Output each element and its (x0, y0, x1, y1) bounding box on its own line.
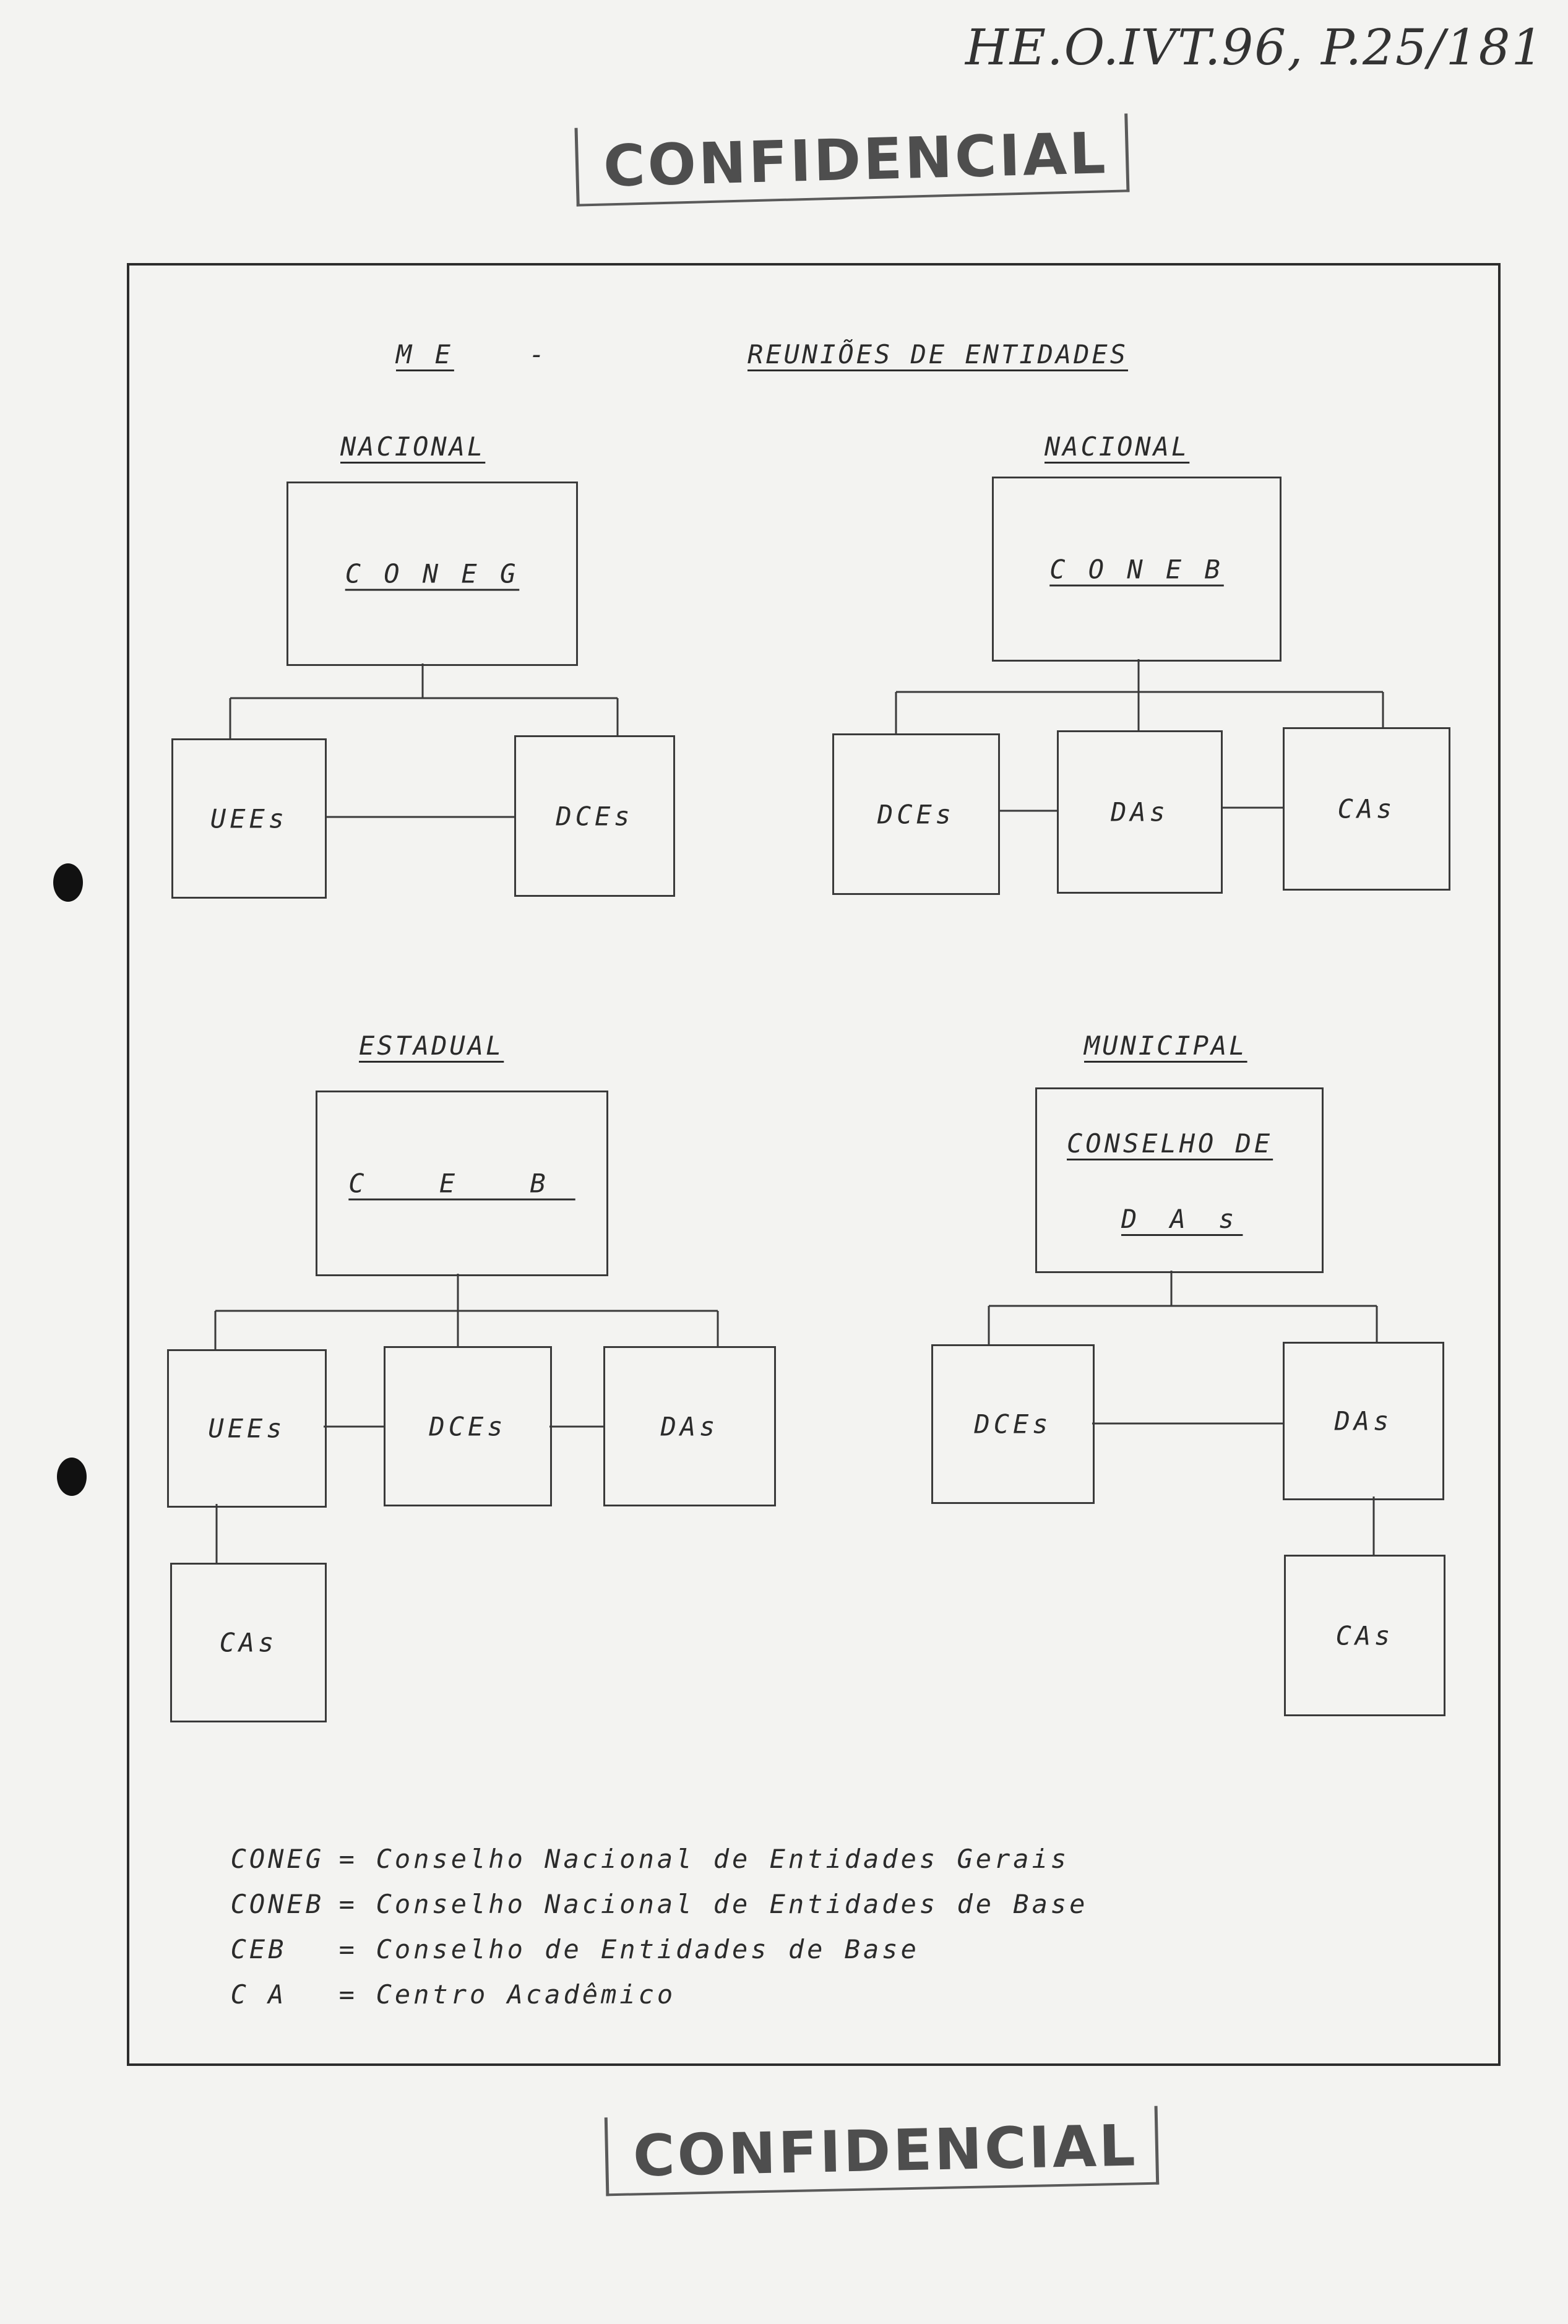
org-box-das-municipal: DAs (1283, 1342, 1444, 1500)
org-label-cas-municipal: CAs (1335, 1620, 1394, 1651)
legend-text: Conselho Nacional de Entidades de Base (376, 1889, 1088, 1919)
org-label-das-municipal: DAs (1334, 1406, 1393, 1436)
legend-row-ceb: CEB = Conselho de Entidades de Base (193, 1904, 920, 1964)
legend-abbr: CONEG (230, 1844, 325, 1874)
legend-row-ca: C A = Centro Acadêmico (193, 1949, 676, 2010)
level-label-nacional-left: NACIONAL (340, 431, 486, 462)
legend-abbr: C A (230, 1979, 287, 2010)
org-box-uees-estadual: UEEs (167, 1349, 327, 1508)
org-box-cas-municipal: CAs (1284, 1555, 1445, 1716)
org-box-das-estadual: DAs (603, 1346, 776, 1506)
binder-hole-top (53, 863, 83, 902)
org-box-cas-estadual: CAs (170, 1563, 327, 1722)
org-label-coneb: C O N E B (1049, 554, 1224, 584)
org-label-dces-estadual: DCEs (429, 1411, 507, 1441)
org-label-ceb: C E B (348, 1168, 575, 1199)
legend-abbr: CEB (230, 1934, 287, 1964)
legend-sep: = (338, 1844, 358, 1874)
org-label-dces-municipal: DCEs (974, 1409, 1052, 1440)
org-box-ceb: C E B (316, 1091, 608, 1276)
org-box-dces-estadual: DCEs (384, 1346, 552, 1506)
legend-sep: = (338, 1934, 358, 1964)
legend-sep: = (338, 1889, 358, 1919)
level-label-municipal: MUNICIPAL (1084, 1030, 1247, 1061)
legend-row-coneg: CONEG = Conselho Nacional de Entidades Ger… (193, 1813, 1069, 1874)
legend-sep: = (338, 1979, 358, 2010)
header-title: REUNIÕES DE ENTIDADES (747, 339, 1129, 369)
org-label-uees-estadual: UEEs (208, 1413, 286, 1444)
document-frame (127, 263, 1501, 2066)
org-label-das-conselho: D A s (1121, 1204, 1243, 1234)
org-box-coneg: C O N E G (286, 482, 578, 666)
org-label-dces-nacional-right: DCEs (877, 799, 955, 829)
org-label-cas-estadual: CAs (219, 1627, 278, 1658)
level-label-nacional-right: NACIONAL (1045, 431, 1190, 462)
legend-text: Conselho Nacional de Entidades Gerais (376, 1844, 1070, 1874)
org-label-das-nacional: DAs (1111, 797, 1169, 827)
org-box-uees-nacional: UEEs (171, 738, 327, 899)
org-box-das-nacional: DAs (1057, 730, 1223, 894)
org-label-conselho-de: CONSELHO DE (1067, 1128, 1273, 1159)
level-label-estadual: ESTADUAL (359, 1030, 504, 1061)
legend-row-coneb: CONEB = Conselho Nacional de Entidades de … (193, 1859, 1088, 1919)
org-box-dces-municipal: DCEs (931, 1344, 1095, 1504)
header-dash: - (529, 339, 549, 369)
header-me: M E (396, 339, 454, 369)
org-box-coneb: C O N E B (992, 477, 1282, 662)
legend-text: Conselho de Entidades de Base (376, 1934, 920, 1964)
org-label-coneg: C O N E G (345, 558, 520, 589)
confidencial-stamp-bottom: CONFIDENCIAL (604, 2106, 1159, 2197)
binder-hole-bottom (57, 1458, 87, 1496)
legend-text: Centro Acadêmico (376, 1979, 676, 2010)
org-box-dces-nacional-left: DCEs (514, 735, 675, 897)
org-box-cas-nacional: CAs (1283, 727, 1450, 891)
archive-reference-handwritten: HE.O.IVT.96, P.25/181 (965, 19, 1544, 76)
org-box-conselho-das: CONSELHO DE D A s (1035, 1087, 1324, 1273)
org-box-dces-nacional-right: DCEs (832, 733, 1000, 895)
org-label-dces-nacional-left: DCEs (556, 801, 634, 831)
org-label-das-estadual: DAs (660, 1411, 719, 1441)
legend-abbr: CONEB (230, 1889, 325, 1919)
org-label-cas-nacional: CAs (1337, 793, 1396, 824)
org-label-uees-nacional: UEEs (210, 803, 288, 834)
